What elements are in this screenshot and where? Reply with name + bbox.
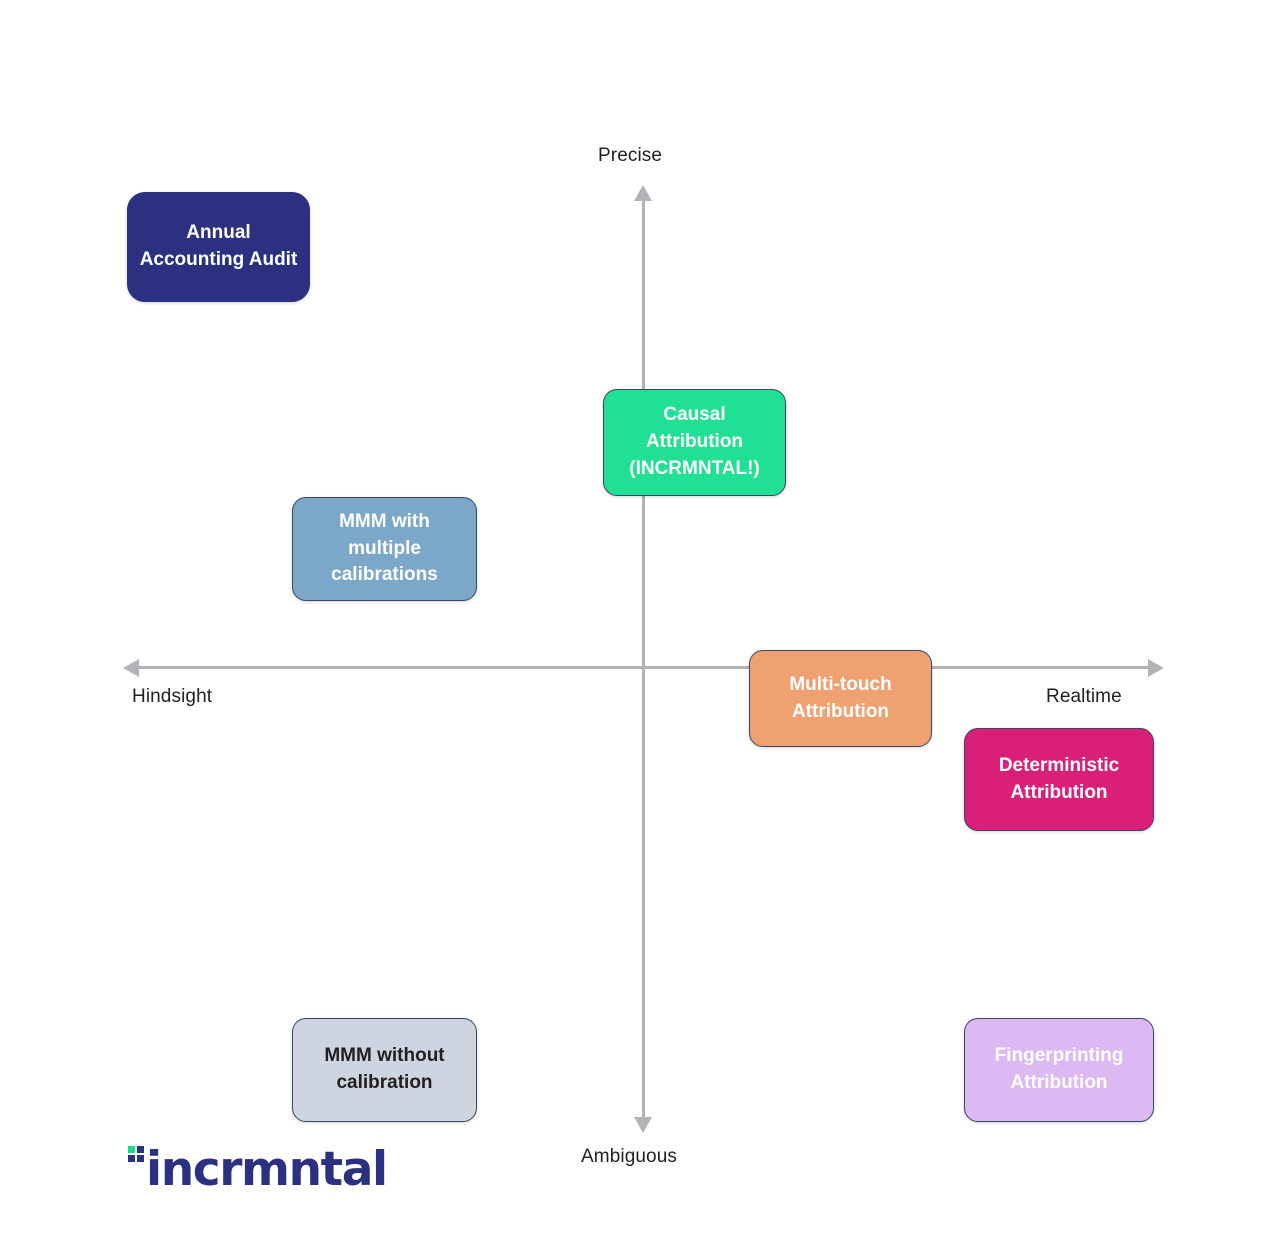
box-fingerprinting-attribution[interactable]: Fingerprinting Attribution (964, 1018, 1154, 1122)
x-axis-line (130, 666, 1155, 669)
box-label-line-1: Causal (663, 404, 726, 426)
x-axis-right-label: Realtime (1046, 686, 1122, 707)
box-label-line-1: Annual (186, 222, 251, 244)
logo-square-bottom-right (137, 1155, 144, 1162)
incrmntal-logo: incrmntal (128, 1142, 388, 1197)
box-label-line-1: MMM without (324, 1045, 445, 1067)
box-causal-attribution[interactable]: Causal Attribution (INCRMNTAL!) (603, 389, 786, 496)
box-annual-accounting-audit[interactable]: Annual Accounting Audit (127, 192, 310, 302)
x-axis-left-label: Hindsight (132, 686, 213, 707)
box-mmm-without-calibration[interactable]: MMM without calibration (292, 1018, 477, 1122)
box-label-line-2: calibration (336, 1072, 433, 1093)
logo-square-top-left (128, 1146, 135, 1153)
arrow-down-icon (634, 1117, 652, 1133)
arrow-up-icon (634, 185, 652, 201)
box-multi-touch-attribution[interactable]: Multi-touch Attribution (749, 650, 932, 747)
box-label-line-2: Attribution (791, 700, 890, 722)
logo-square-top-right (137, 1146, 144, 1153)
box-label-line-1: Fingerprinting (994, 1045, 1124, 1067)
logo-wordmark: incrmntal (146, 1142, 388, 1197)
logo-mark-icon (128, 1146, 145, 1163)
box-label-line-3: (INCRMNTAL!) (629, 457, 760, 479)
y-axis-line (642, 195, 645, 1130)
box-label-line-2: Accounting Audit (139, 249, 298, 270)
box-label-line-2: Attribution (1010, 781, 1108, 803)
box-mmm-with-multiple-calibrations[interactable]: MMM with multiple calibrations (292, 497, 477, 601)
box-label-line-1: MMM with (339, 510, 430, 532)
box-label-line-2: Attribution (645, 431, 744, 453)
y-axis-bottom-label: Ambiguous (581, 1146, 677, 1167)
box-deterministic-attribution[interactable]: Deterministic Attribution (964, 728, 1154, 831)
arrow-left-icon (123, 659, 139, 677)
box-label-line-3: calibrations (331, 564, 438, 586)
logo-square-bottom-left (128, 1155, 135, 1162)
box-label-line-2: Attribution (1010, 1072, 1108, 1093)
y-axis-top-label: Precise (598, 145, 663, 166)
box-label-line-1: Multi-touch (789, 673, 892, 695)
box-label-line-1: Deterministic (998, 754, 1120, 776)
arrow-right-icon (1148, 659, 1164, 677)
box-label-line-2: multiple (348, 537, 421, 559)
